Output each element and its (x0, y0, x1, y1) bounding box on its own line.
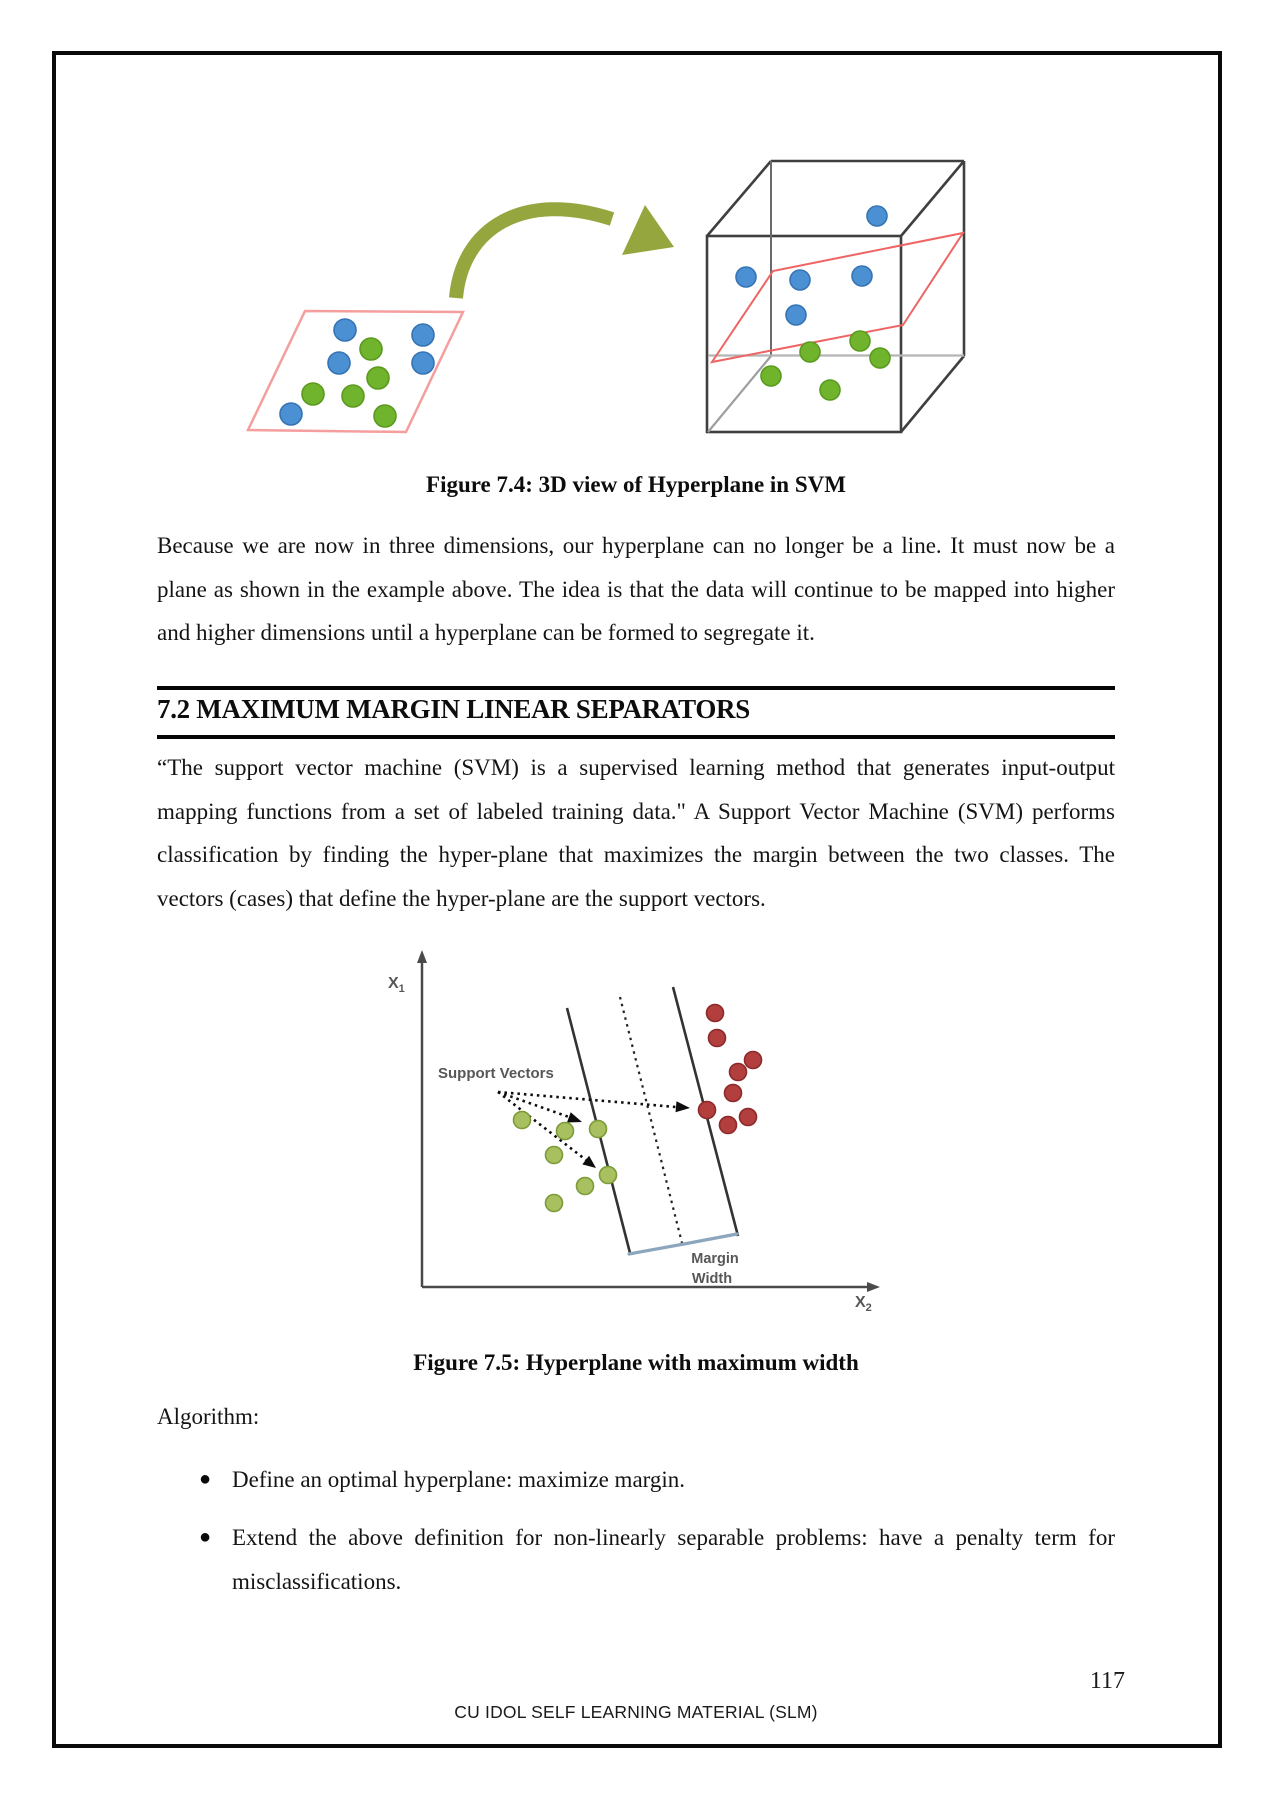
data-dot (555, 1121, 575, 1141)
data-dot (366, 366, 390, 390)
2d-plane-dots (279, 318, 435, 428)
data-dot (869, 347, 891, 369)
heading-rule-bottom (157, 735, 1115, 739)
paragraph-2: “The support vector machine (SVM) is a s… (157, 755, 1115, 911)
data-dot (799, 341, 821, 363)
x-axis-arrow-icon (867, 1282, 880, 1292)
data-dot (279, 402, 303, 426)
x2-axis-label: X2 (855, 1294, 872, 1314)
page-border (52, 51, 1222, 1748)
data-dot (411, 351, 435, 375)
data-dot (301, 382, 325, 406)
margin-width-label-line1: Margin (691, 1251, 739, 1267)
figure-7-4-caption: Figure 7.4: 3D view of Hyperplane in SVM (426, 472, 846, 497)
page-number: 117 (1089, 1668, 1125, 1694)
y-axis-arrow-icon (417, 950, 427, 963)
data-dot (512, 1110, 532, 1130)
support-vectors-label: Support Vectors (438, 1065, 554, 1082)
bullet-item-2: ● Extend the above definition for non-li… (199, 1516, 1115, 1603)
cube-dots (735, 205, 891, 401)
data-dot (743, 1050, 763, 1070)
cube-edges (705, 159, 966, 434)
margin-width-bracket (627, 1232, 739, 1256)
data-dot (373, 404, 397, 428)
data-dot (718, 1115, 738, 1135)
figure-7-5-diagram: X1 X2 Support Vectors Margin Width (388, 950, 880, 1314)
2d-plane-outline (246, 309, 465, 434)
data-dot (735, 266, 757, 288)
algorithm-label: Algorithm: (157, 1404, 260, 1429)
data-dot (707, 1028, 727, 1048)
data-dot (728, 1062, 748, 1082)
bullet-icon: ● (199, 1526, 212, 1548)
class-a-dots (512, 1110, 618, 1213)
data-dot (697, 1100, 717, 1120)
data-dot (705, 1003, 725, 1023)
axes (420, 958, 872, 1289)
data-dot (723, 1083, 743, 1103)
mapping-arrow-icon (449, 202, 615, 299)
figure-7-5-caption: Figure 7.5: Hyperplane with maximum widt… (413, 1350, 859, 1375)
data-dot (575, 1176, 595, 1196)
data-dot (760, 365, 782, 387)
data-dot (785, 304, 807, 326)
center-hyperplane-line (618, 996, 685, 1248)
bullet-item-1: ● Define an optimal hyperplane: maximize… (199, 1458, 1115, 1502)
data-dot (544, 1145, 564, 1165)
heading-rule-top (157, 686, 1115, 690)
x1-axis-label: X1 (388, 975, 405, 995)
hyperplane-outline (709, 231, 966, 364)
bullet-icon: ● (199, 1468, 212, 1490)
data-dot (327, 351, 351, 375)
footer-text: CU IDOL SELF LEARNING MATERIAL (SLM) (454, 1702, 818, 1722)
data-dot (819, 379, 841, 401)
data-dot (544, 1193, 564, 1213)
data-dot (411, 323, 435, 347)
data-dot (359, 337, 383, 361)
section-heading: 7.2 MAXIMUM MARGIN LINEAR SEPARATORS (157, 694, 750, 724)
data-dot (333, 318, 357, 342)
support-vector-arrowheads (567, 1101, 690, 1168)
data-dot (789, 269, 811, 291)
bullet-2-text: Extend the above definition for non-line… (232, 1525, 1115, 1594)
paragraph-1: Because we are now in three dimensions, … (157, 533, 1115, 645)
data-dot (341, 384, 365, 408)
data-dot (738, 1107, 758, 1127)
data-dot (598, 1165, 618, 1185)
data-dot (851, 265, 873, 287)
class-b-dots (697, 1003, 763, 1135)
figure-7-4-diagram (246, 159, 966, 434)
bullet-1-text: Define an optimal hyperplane: maximize m… (232, 1467, 686, 1492)
margin-width-label-line2: Width (692, 1271, 732, 1287)
data-dot (588, 1119, 608, 1139)
data-dot (866, 205, 888, 227)
support-vector-arrows (497, 1090, 677, 1162)
mapping-arrow-head-icon (622, 205, 674, 255)
data-dot (849, 330, 871, 352)
